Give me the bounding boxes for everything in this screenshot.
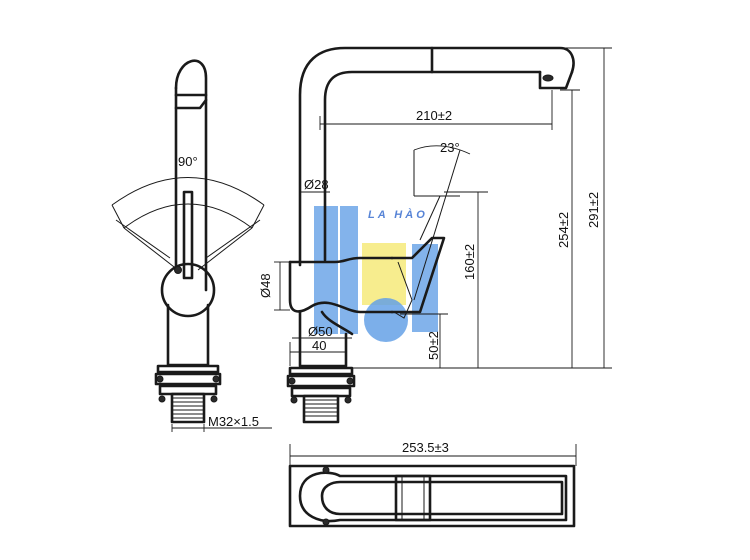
body-offset-label: 50±2 <box>426 331 441 360</box>
lever-angle-label: 23° <box>440 140 460 155</box>
side-thread <box>170 392 206 424</box>
side-view: 90° M32×1.5 <box>111 59 272 432</box>
watermark-logo: LA HÀO <box>314 206 438 342</box>
body-diameter-label: Ø48 <box>258 273 273 298</box>
total-height-label: 291±2 <box>586 192 601 228</box>
angle-90-label: 90° <box>178 154 198 169</box>
front-view: 210±2 Ø28 Ø48 23° 160±2 50±2 2 <box>258 46 612 424</box>
spout-reach-label: 210±2 <box>416 108 452 123</box>
watermark-brand-text: LA HÀO <box>368 208 428 221</box>
base-width-label: 40 <box>312 338 326 353</box>
top-view: 253.5±3 <box>288 440 577 528</box>
pipe-diameter-label: Ø28 <box>304 177 329 192</box>
base-diameter-label: Ø50 <box>308 324 333 339</box>
thread-size-label: M32×1.5 <box>208 414 259 429</box>
outlet-height-label: 254±2 <box>556 212 571 248</box>
front-thread <box>302 394 340 424</box>
lever-height-label: 160±2 <box>462 244 477 280</box>
total-length-label: 253.5±3 <box>402 440 449 455</box>
